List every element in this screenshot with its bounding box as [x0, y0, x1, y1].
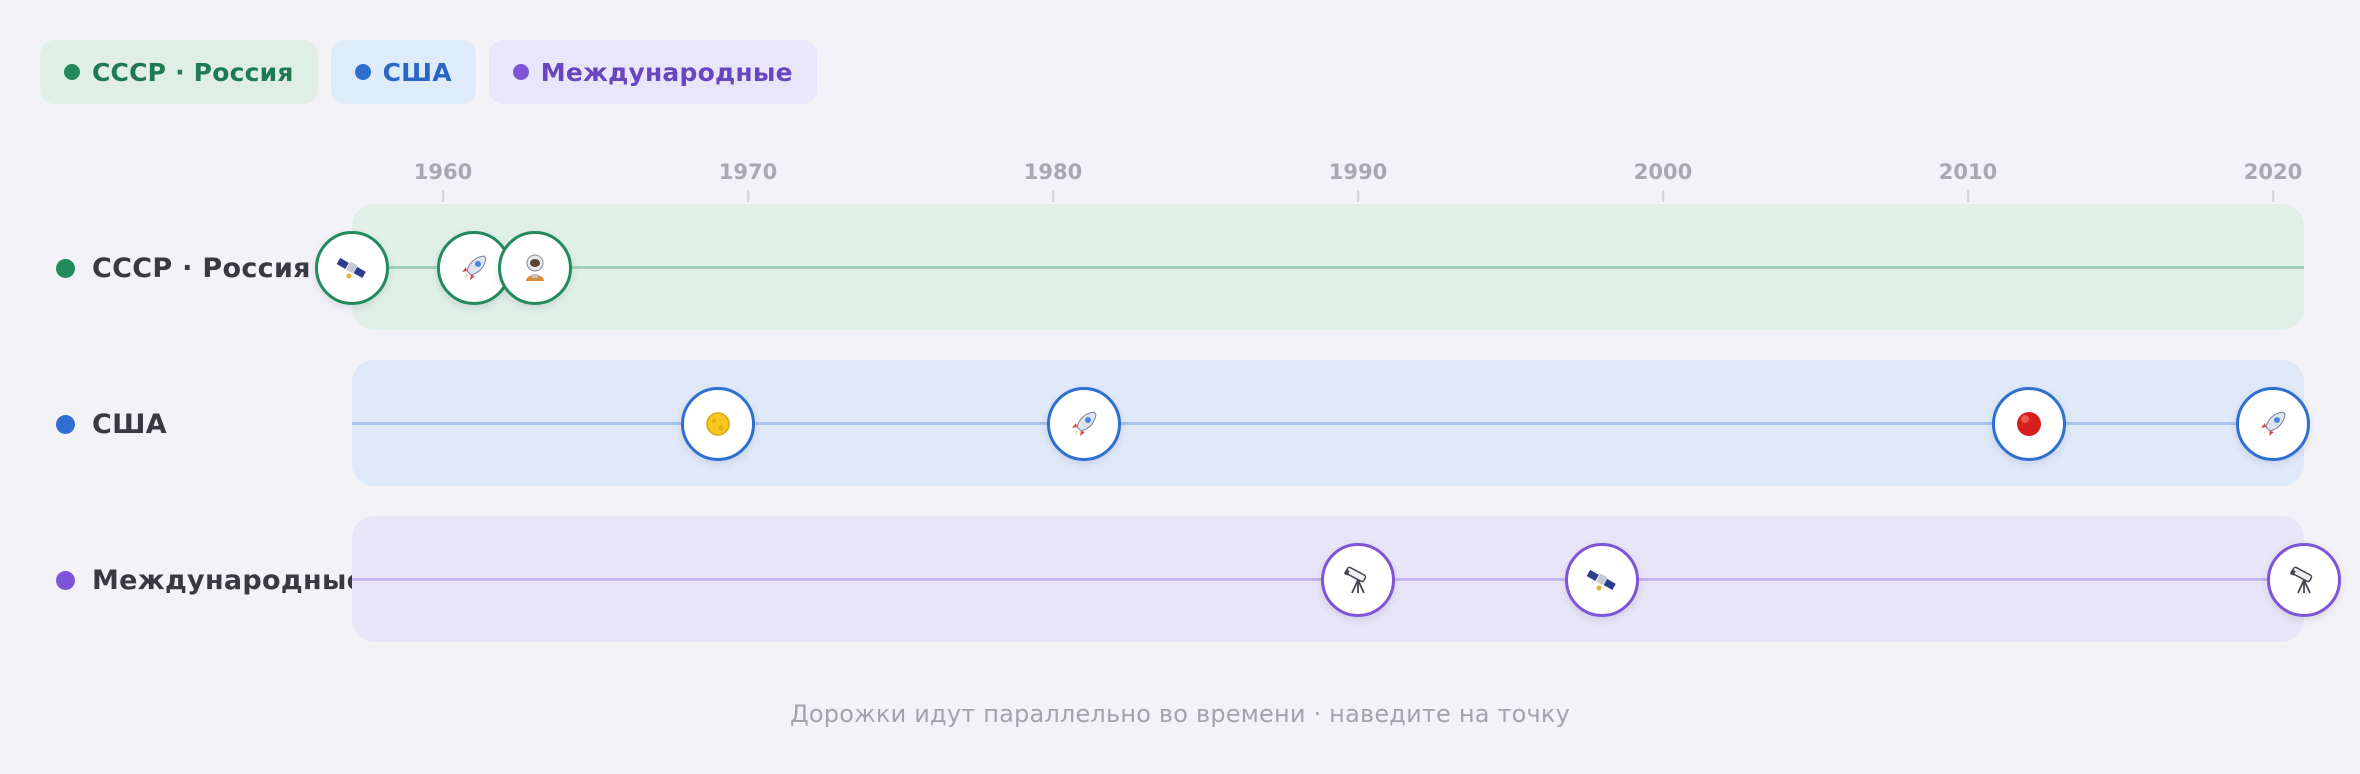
tick-label: 1970 [718, 160, 778, 184]
event-marker-ussr[interactable] [497, 231, 572, 305]
legend-dot-usa [354, 64, 371, 80]
tick-mark [1967, 190, 1969, 202]
tick-label: 1990 [1328, 160, 1388, 184]
tick-mark [2272, 190, 2274, 202]
row-dot-intl [56, 570, 75, 590]
time-axis: 1960 1970 1980 1990 2000 2010 2020 [0, 160, 2360, 202]
astronaut-icon [518, 251, 552, 285]
legend-label-usa: США [382, 57, 452, 87]
tick-label: 2000 [1633, 160, 1693, 184]
rocket-icon [2256, 407, 2290, 441]
row-label-usa: США [56, 408, 167, 440]
legend-label-intl: Международные [540, 57, 793, 87]
tick-label: 2020 [2243, 160, 2303, 184]
hint-caption: Дорожки идут параллельно во времени · на… [789, 700, 1571, 728]
rocket-icon [457, 251, 491, 285]
tick-mark [1357, 190, 1359, 202]
row-label-intl: Международные [56, 564, 366, 596]
rocket-icon [1067, 407, 1101, 441]
row-dot-usa [56, 414, 75, 434]
row-label-text: СССР · Россия [92, 252, 311, 284]
legend-chip-usa[interactable]: США [330, 40, 476, 104]
tick-mark [747, 190, 749, 202]
event-marker-intl[interactable] [1321, 543, 1395, 617]
legend-label-ussr: СССР · Россия [92, 57, 294, 87]
event-marker-usa[interactable] [1992, 387, 2066, 461]
track-line-ussr [352, 266, 2304, 269]
telescope-icon [2287, 563, 2321, 597]
mars-icon [2012, 407, 2046, 441]
satellite-icon [1585, 563, 1619, 597]
row-label-ussr: СССР · Россия [56, 252, 311, 284]
tick-mark [442, 190, 444, 202]
event-marker-usa[interactable] [1046, 387, 1121, 461]
event-marker-ussr[interactable] [314, 231, 389, 305]
moon-icon [701, 407, 735, 441]
event-marker-intl[interactable] [1565, 543, 1639, 617]
tick-mark [1662, 190, 1664, 202]
tick-label: 1980 [1023, 160, 1083, 184]
tick-label: 2010 [1938, 160, 1998, 184]
legend-chip-ussr[interactable]: СССР · Россия [40, 40, 318, 104]
legend-dot-ussr [64, 64, 80, 80]
satellite-icon [335, 251, 369, 285]
legend-dot-intl [512, 64, 529, 80]
event-marker-intl[interactable] [2266, 543, 2341, 617]
legend-chip-intl[interactable]: Международные [488, 40, 817, 104]
tick-label: 1960 [413, 160, 473, 184]
legend: СССР · Россия США Международные [40, 40, 817, 104]
event-marker-usa[interactable] [2236, 387, 2310, 461]
track-line-usa [352, 422, 2304, 425]
tick-mark [1052, 190, 1054, 202]
event-marker-usa[interactable] [680, 387, 755, 461]
telescope-icon [1341, 563, 1375, 597]
row-label-text: Международные [92, 564, 366, 596]
row-label-text: США [92, 408, 167, 440]
row-dot-ussr [56, 258, 75, 278]
